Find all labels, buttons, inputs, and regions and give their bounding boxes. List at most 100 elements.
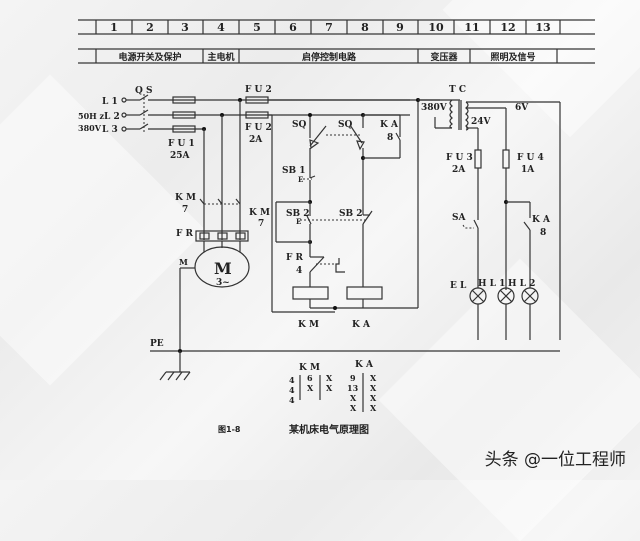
fu2-rating: 2A <box>249 135 263 145</box>
column-number: 2 <box>146 21 154 34</box>
coil-ka-label: K A <box>352 320 371 330</box>
sb2-e-mark: E <box>296 217 301 226</box>
section-label: 变压器 <box>430 51 458 63</box>
km-main-number: 7 <box>182 205 188 215</box>
hl1-label: H L 1 <box>478 279 505 289</box>
sq2-label: SQ <box>338 120 352 130</box>
section-label: 电源开关及保护 <box>118 51 181 63</box>
svg-text:4: 4 <box>289 395 295 405</box>
svg-text:9: 9 <box>350 373 356 383</box>
voltage-label: 380V <box>78 123 102 133</box>
transformer-primary-coil <box>449 99 453 129</box>
section-label: 启停控制电路 <box>302 51 357 63</box>
qs-label: Q S <box>135 86 152 96</box>
column-number: 10 <box>428 21 444 34</box>
column-number: 11 <box>464 21 479 34</box>
ka-contact-label: K A <box>380 120 399 130</box>
column-number: 1 <box>110 21 118 34</box>
km-table-title: K M <box>299 363 320 373</box>
svg-text:4: 4 <box>289 375 295 385</box>
sb1-label: SB 1 <box>282 166 306 176</box>
start-stop-control-circuit: SQ SQ K A 8 SB 1 E K M 7 SB 2 <box>249 99 440 330</box>
sb2-left-label: SB 2 <box>286 209 310 219</box>
secondary-6v: 6V <box>515 103 529 113</box>
svg-text:X: X <box>370 383 377 393</box>
fuse-fu4 <box>502 149 510 169</box>
fuse-fu3 <box>474 149 482 169</box>
ka-table-title: K A <box>355 360 374 370</box>
svg-text:X: X <box>326 383 333 393</box>
fu1-label: F U 1 <box>168 139 195 149</box>
figure-number: 图1-8 <box>218 425 241 434</box>
lamp-hl2 <box>521 287 539 305</box>
fu4-rating: 1A <box>521 165 535 175</box>
column-number: 5 <box>253 21 261 34</box>
fu2-top-label: F U 2 <box>245 85 272 95</box>
coil-km-label: K M <box>298 320 319 330</box>
section-label: 照明及信号 <box>490 51 535 63</box>
motor-phase: 3~ <box>216 278 230 288</box>
electrical-schematic: 1 2 3 4 5 6 7 8 9 10 11 12 13 电源开关及保护 主电… <box>78 19 595 436</box>
sa-label: SA <box>452 213 466 223</box>
svg-text:6: 6 <box>307 373 313 383</box>
column-number: 4 <box>217 21 225 34</box>
main-motor-circuit: K M 7 F R M 3~ M <box>175 100 250 349</box>
column-number: 7 <box>325 21 333 34</box>
fu2-label: F U 2 <box>245 123 272 133</box>
l3-label: L 3 <box>102 125 118 135</box>
fuse-fu1-l2 <box>172 111 196 119</box>
column-number: 6 <box>289 21 297 34</box>
svg-text:4: 4 <box>289 385 295 395</box>
svg-text:X: X <box>370 403 377 413</box>
hl2-label: H L 2 <box>508 279 535 289</box>
watermark: 头条 @一位工程师 <box>484 450 626 470</box>
figure-title: 某机床电气原理图 <box>289 423 369 436</box>
transformer-secondary-coil <box>465 101 469 131</box>
ka-contact-table: K A 9 13 X X X X X X <box>347 360 377 413</box>
column-number: 9 <box>396 21 404 34</box>
km-contact-table: K M 4 4 4 6 X X X <box>289 363 333 405</box>
terminal-l1 <box>121 97 127 103</box>
frequency-label: 50H z <box>78 111 104 121</box>
sb2-right-label: SB 2 <box>339 209 363 219</box>
ka-signal-number: 8 <box>540 228 546 238</box>
fuse-fu1-l3 <box>172 125 196 133</box>
lamp-el <box>469 287 487 305</box>
fuse-fu1-l1 <box>172 96 196 104</box>
km-main-label: K M <box>175 193 196 203</box>
fu4-label: F U 4 <box>517 153 544 163</box>
svg-text:X: X <box>370 373 377 383</box>
el-label: E L <box>450 281 467 291</box>
secondary-24v: 24V <box>471 117 492 127</box>
svg-text:X: X <box>350 403 357 413</box>
svg-text:X: X <box>370 393 377 403</box>
motor-ground-label: M <box>179 257 188 267</box>
fr-label: F R <box>176 229 194 239</box>
lamp-hl1 <box>497 287 515 305</box>
tc-label: T C <box>449 85 466 95</box>
terminal-l3 <box>121 126 127 132</box>
column-number: 12 <box>500 21 515 34</box>
fu3-label: F U 3 <box>446 153 473 163</box>
ka-contact-number: 8 <box>387 133 393 143</box>
column-number: 3 <box>181 21 189 34</box>
fr-contact-number: 4 <box>296 266 302 276</box>
terminal-l2 <box>121 112 127 118</box>
transformer-section: T C 380V 24V 6V F U 3 2A F U 4 1A <box>416 85 561 340</box>
motor-symbol <box>194 246 250 288</box>
km-holding-number: 7 <box>258 219 264 229</box>
section-table: 电源开关及保护 主电机 启停控制电路 变压器 照明及信号 <box>78 48 595 64</box>
coil-km <box>292 286 329 300</box>
column-number-table: 1 2 3 4 5 6 7 8 9 10 11 12 13 <box>78 19 595 35</box>
primary-voltage: 380V <box>421 103 448 113</box>
lighting-signal-section: SA K A 8 E L H L 1 H L 2 <box>450 168 551 340</box>
svg-text:X: X <box>326 373 333 383</box>
section-label: 主电机 <box>207 51 234 63</box>
sq1-label: SQ <box>292 120 306 130</box>
column-number: 8 <box>361 21 369 34</box>
pe-label: PE <box>150 339 164 349</box>
km-holding-label: K M <box>249 208 270 218</box>
svg-text:X: X <box>307 383 314 393</box>
fu3-rating: 2A <box>452 165 466 175</box>
sb1-e-mark: E <box>298 175 303 184</box>
